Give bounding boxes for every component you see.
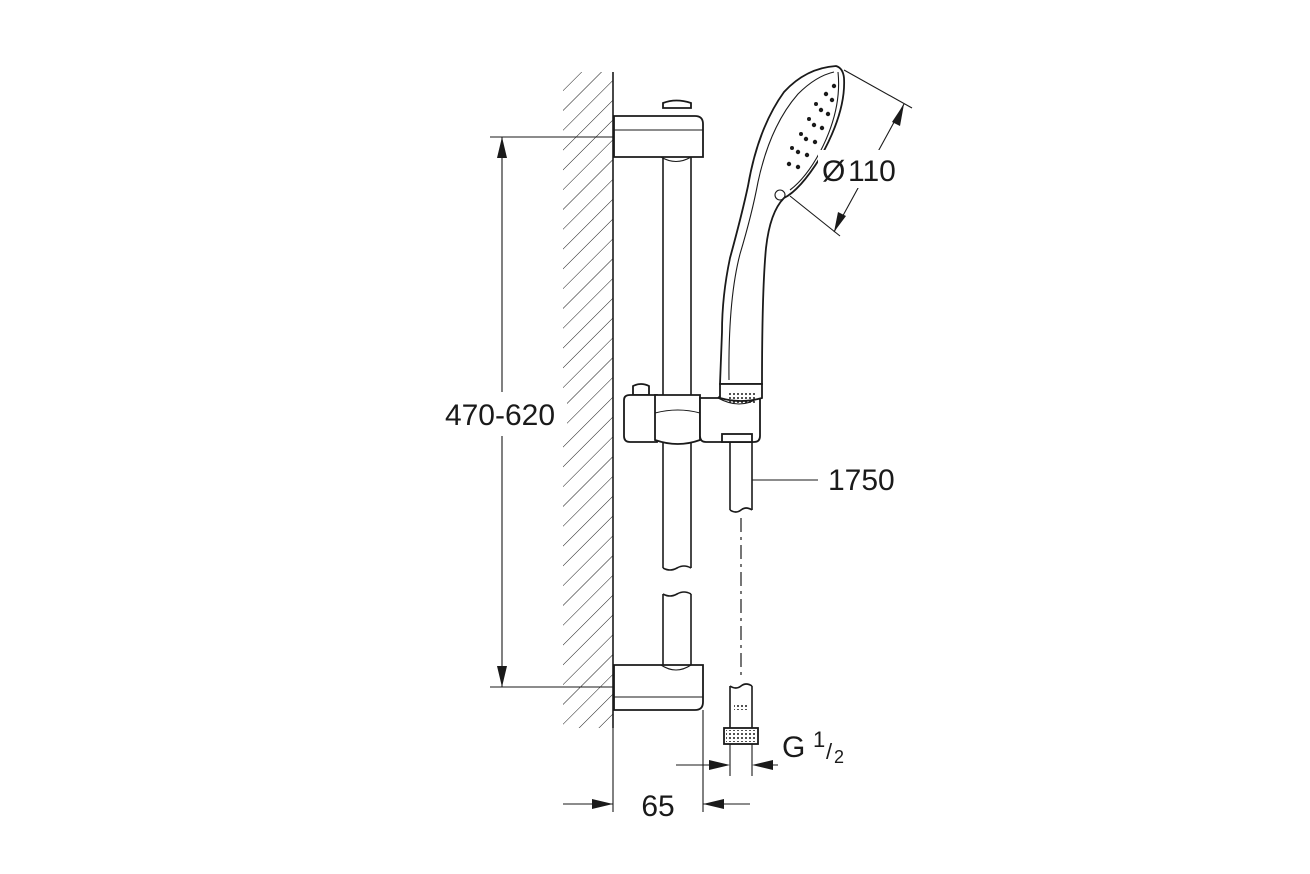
diameter-label-background bbox=[818, 150, 914, 188]
diameter-extension-top bbox=[843, 69, 913, 109]
top-bracket-screw-cap bbox=[662, 99, 692, 109]
spray-nozzle bbox=[829, 97, 835, 103]
spray-nozzle bbox=[823, 91, 829, 97]
height-label-background bbox=[432, 392, 567, 436]
wall-offset-dimension: 65 bbox=[563, 710, 750, 823]
hose-nut-knurl bbox=[726, 730, 756, 742]
spray-nozzle bbox=[807, 117, 811, 121]
rail-break-top bbox=[662, 565, 692, 571]
rail-height-label: 470-620 bbox=[445, 399, 555, 432]
holder-adjust-knob bbox=[632, 383, 650, 396]
spray-nozzle bbox=[819, 125, 825, 131]
hand-shower-body bbox=[719, 65, 846, 385]
bottom-wall-bracket bbox=[613, 664, 704, 711]
hand-shower-inner-contour bbox=[728, 71, 835, 381]
hose-length-callout: 1750 bbox=[752, 464, 895, 497]
thread-arrow-right bbox=[752, 760, 773, 770]
top-wall-bracket bbox=[613, 99, 704, 163]
holder-hose-ring bbox=[721, 433, 753, 443]
bottom-bracket-body bbox=[613, 664, 704, 711]
wall-hatching bbox=[563, 72, 613, 728]
rail-tube-lower bbox=[662, 591, 692, 665]
rail-height-dimension: 470-620 bbox=[432, 136, 613, 688]
shower-hose bbox=[723, 442, 759, 776]
thread-denominator: 2 bbox=[834, 747, 844, 767]
thread-dimension: G 1 / 2 bbox=[676, 727, 844, 770]
diameter-arrow-top bbox=[892, 104, 904, 126]
spray-nozzle bbox=[795, 149, 801, 155]
hose-length-label: 1750 bbox=[828, 464, 895, 497]
hose-break-top bbox=[729, 507, 753, 513]
thread-numerator: 1 bbox=[813, 727, 825, 752]
spray-nozzle bbox=[804, 152, 810, 158]
spray-nozzle bbox=[814, 102, 818, 106]
sliding-holder bbox=[623, 383, 761, 445]
diameter-extension-bottom bbox=[789, 195, 841, 237]
hand-shower bbox=[719, 65, 846, 404]
showerhead-diameter-label: 110 bbox=[848, 155, 896, 188]
rail-break-bottom bbox=[662, 591, 692, 597]
spray-nozzle bbox=[799, 132, 803, 136]
holder-collar-line bbox=[654, 409, 701, 414]
hose-break-bottom bbox=[729, 683, 753, 689]
thread-arrow-left bbox=[709, 760, 730, 770]
spray-nozzle bbox=[831, 83, 837, 89]
diameter-symbol: Ø bbox=[822, 155, 845, 188]
hand-shower-connector-knurl bbox=[728, 392, 756, 404]
spray-mode-button bbox=[774, 189, 786, 201]
top-bracket-body bbox=[613, 115, 704, 158]
spray-nozzle bbox=[811, 122, 817, 128]
hose-end-sleeve bbox=[734, 704, 748, 710]
spray-nozzles bbox=[786, 83, 837, 170]
offset-arrow-left bbox=[592, 799, 613, 809]
wall bbox=[563, 72, 614, 812]
holder-clamp-collar bbox=[654, 394, 701, 445]
spray-nozzle bbox=[812, 139, 818, 145]
thread-prefix: G bbox=[782, 731, 805, 764]
diameter-dimension: Ø 110 bbox=[789, 69, 914, 237]
offset-arrow-right bbox=[703, 799, 724, 809]
height-arrow-bottom bbox=[497, 666, 507, 687]
spray-nozzle bbox=[786, 161, 792, 167]
bottom-bracket-collar bbox=[660, 664, 692, 671]
rail-tube-upper bbox=[662, 157, 692, 571]
spray-nozzle bbox=[818, 107, 824, 113]
spray-nozzle bbox=[795, 164, 801, 170]
thread-fraction-separator: / bbox=[826, 739, 833, 764]
holder-clamp-left bbox=[623, 394, 658, 443]
wall-offset-label: 65 bbox=[641, 790, 674, 823]
height-arrow-top bbox=[497, 137, 507, 158]
spray-nozzle bbox=[803, 136, 809, 142]
diameter-arrow-bottom bbox=[834, 212, 846, 232]
spray-nozzle bbox=[825, 111, 831, 117]
spray-nozzle bbox=[790, 146, 794, 150]
